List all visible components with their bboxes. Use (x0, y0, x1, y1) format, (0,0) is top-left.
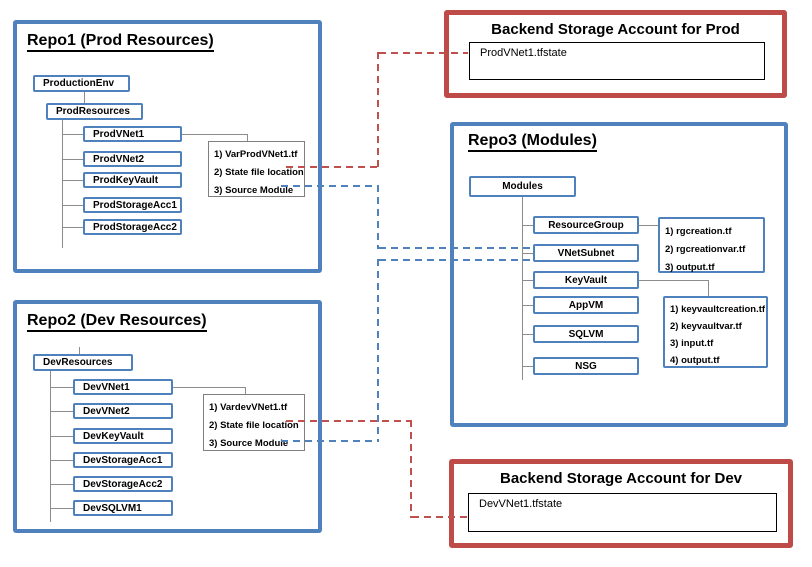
note-line: 1) VardevVNet1.tf (209, 401, 288, 413)
note-line: 1) VarProdVNet1.tf (214, 148, 298, 160)
note-connector-line (182, 134, 247, 135)
tree-node-devsqlvm1: DevSQLVM1 (73, 500, 173, 516)
backend-prod-statefile: ProdVNet1.tfstate (469, 42, 765, 80)
tree-line (50, 371, 51, 522)
resourcegroup-file-note: 1) rgcreation.tf 2) rgcreationvar.tf 3) … (658, 217, 765, 273)
tree-branch-line (522, 280, 533, 281)
tree-branch-line (50, 508, 73, 509)
backend-dev-panel: Backend Storage Account for Dev DevVNet1… (449, 459, 793, 548)
tree-branch-line (62, 180, 83, 181)
note-line: 3) Source Module (209, 437, 289, 449)
backend-dev-title: Backend Storage Account for Dev (500, 470, 742, 487)
tree-node-prodvnet2: ProdVNet2 (83, 151, 182, 167)
tree-branch-line (50, 460, 73, 461)
tree-branch-line (522, 253, 533, 254)
repo2-file-note: 1) VardevVNet1.tf 2) State file location… (203, 394, 305, 451)
repo3-panel: Repo3 (Modules) Modules ResourceGroup VN… (450, 122, 788, 427)
backend-prod-title: Backend Storage Account for Prod (491, 21, 740, 38)
tree-branch-line (50, 411, 73, 412)
tree-branch-line (50, 387, 73, 388)
tree-node-resourcegroup: ResourceGroup (533, 216, 639, 234)
connector-segment (379, 247, 533, 249)
tree-line (62, 120, 63, 248)
tree-branch-line (62, 134, 83, 135)
note-line: 4) output.tf (670, 355, 720, 366)
connector-segment (377, 259, 379, 442)
repo1-title: Repo1 (Prod Resources) (27, 31, 214, 52)
repo2-panel: Repo2 (Dev Resources) DevResources DevVN… (13, 300, 322, 533)
tree-node-modules: Modules (469, 176, 576, 197)
connector-segment (286, 166, 379, 168)
tree-node-prodstorageacc2: ProdStorageAcc2 (83, 219, 182, 235)
note-connector-line (708, 280, 709, 296)
note-connector-line (173, 387, 245, 388)
note-line: 1) rgcreation.tf (665, 225, 732, 237)
tree-stub-line (79, 347, 80, 354)
note-line: 2) keyvaultvar.tf (670, 321, 742, 332)
repo1-panel: Repo1 (Prod Resources) ProductionEnv Pro… (13, 20, 322, 273)
connector-segment (281, 185, 377, 187)
connector-segment (379, 52, 468, 54)
tree-branch-line (62, 227, 83, 228)
tree-branch-line (62, 205, 83, 206)
backend-prod-panel: Backend Storage Account for Prod ProdVNe… (444, 10, 787, 98)
connector-segment (286, 420, 410, 422)
tree-node-nsg: NSG (533, 357, 639, 375)
repo1-file-note: 1) VarProdVNet1.tf 2) State file locatio… (208, 141, 305, 197)
note-connector-line (639, 225, 658, 226)
tree-node-prodresources: ProdResources (46, 103, 143, 120)
tree-branch-line (522, 305, 533, 306)
tree-node-devvnet2: DevVNet2 (73, 403, 173, 419)
note-connector-line (247, 134, 248, 141)
note-line: 3) input.tf (670, 338, 714, 349)
tree-node-devkeyvault: DevKeyVault (73, 428, 173, 444)
tree-branch-line (522, 334, 533, 335)
note-line: 2) State file location (214, 166, 304, 178)
connector-segment (377, 185, 379, 249)
tree-branch-line (50, 484, 73, 485)
connector-segment (379, 259, 533, 261)
tree-line (84, 92, 85, 103)
repo3-title: Repo3 (Modules) (468, 131, 597, 152)
tree-node-vnetsubnet: VNetSubnet (533, 244, 639, 262)
note-line: 2) rgcreationvar.tf (665, 243, 746, 255)
connector-segment (412, 516, 468, 518)
repo2-title: Repo2 (Dev Resources) (27, 311, 207, 332)
tree-branch-line (522, 366, 533, 367)
tree-node-prodkeyvault: ProdKeyVault (83, 172, 182, 188)
note-line: 2) State file location (209, 419, 299, 431)
tree-node-devvnet1: DevVNet1 (73, 379, 173, 395)
tree-node-productionenv: ProductionEnv (33, 75, 130, 92)
note-connector-line (245, 387, 246, 394)
connector-segment (281, 440, 377, 442)
note-line: 3) output.tf (665, 261, 715, 273)
note-line: 1) keyvaultcreation.tf (670, 304, 766, 315)
tree-node-keyvault: KeyVault (533, 271, 639, 289)
tree-node-devstorageacc2: DevStorageAcc2 (73, 476, 173, 492)
tree-branch-line (522, 225, 533, 226)
tree-node-devstorageacc1: DevStorageAcc1 (73, 452, 173, 468)
tree-node-prodstorageacc1: ProdStorageAcc1 (83, 197, 182, 213)
tree-node-devresources: DevResources (33, 354, 133, 371)
tree-line (522, 197, 523, 380)
connector-segment (410, 420, 412, 518)
backend-dev-statefile: DevVNet1.tfstate (468, 493, 777, 532)
connector-segment (377, 52, 379, 168)
tree-node-sqlvm: SQLVM (533, 325, 639, 343)
tree-branch-line (50, 436, 73, 437)
tree-branch-line (62, 159, 83, 160)
tree-node-appvm: AppVM (533, 296, 639, 314)
keyvault-file-note: 1) keyvaultcreation.tf 2) keyvaultvar.tf… (663, 296, 768, 368)
note-line: 3) Source Module (214, 184, 294, 196)
tree-node-prodvnet1: ProdVNet1 (83, 126, 182, 142)
note-connector-line (639, 280, 708, 281)
